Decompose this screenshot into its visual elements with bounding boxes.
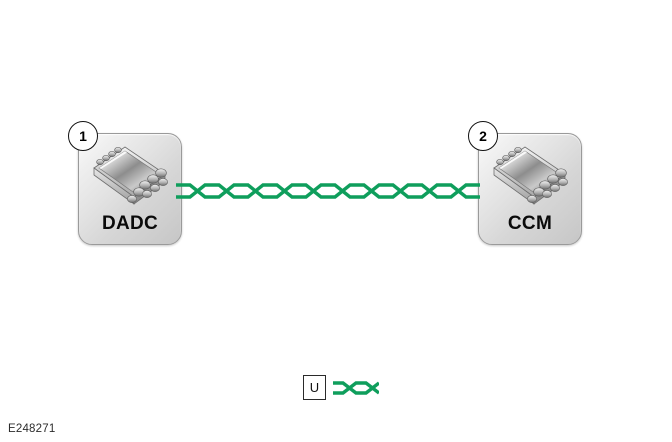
module-ccm[interactable]: CCM — [478, 133, 582, 245]
integrated-circuit-chip-icon — [493, 146, 568, 205]
legend: U — [303, 375, 379, 400]
callout-number: 1 — [79, 128, 87, 144]
legend-code: U — [309, 380, 320, 395]
twisted-pair-connection — [176, 183, 480, 199]
reference-code: E248271 — [8, 423, 56, 435]
integrated-circuit-chip-icon — [93, 146, 168, 205]
callout-marker-2: 2 — [468, 121, 498, 151]
twisted-pair-wire-icon — [333, 380, 379, 395]
module-label: CCM — [507, 213, 553, 234]
legend-code-box: U — [303, 375, 326, 400]
callout-number: 2 — [479, 128, 487, 144]
callout-marker-1: 1 — [68, 121, 98, 151]
module-label: DADC — [101, 213, 159, 234]
module-dadc[interactable]: DADC — [78, 133, 182, 245]
